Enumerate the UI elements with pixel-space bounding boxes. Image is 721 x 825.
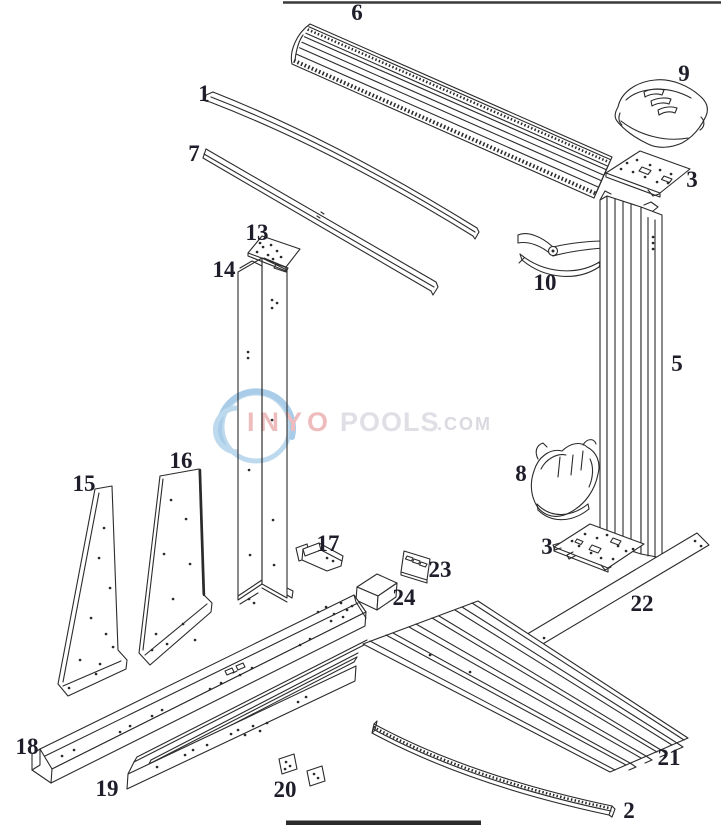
part-3-top-plate: [605, 150, 691, 198]
part-13-upright-top-plate: [247, 235, 301, 273]
part-8-bottom-bracket: [530, 439, 600, 521]
part-1-curved-top-rail: [204, 91, 480, 240]
part-label-9: 9: [678, 61, 690, 86]
part-label-5: 5: [671, 351, 683, 376]
part-15-outer-buttress-brace: [57, 485, 128, 697]
part-18-outer-buttress-channel: [31, 594, 367, 784]
part-label-20: 20: [274, 777, 297, 802]
part-19-inner-buttress-channel: [126, 639, 368, 790]
part-label-13: 13: [246, 220, 269, 245]
part-14-buttress-upright: [237, 257, 294, 605]
part-9-top-cap: [614, 79, 708, 148]
part-label-1: 1: [198, 81, 210, 106]
watermark-text-com: .COM: [437, 414, 492, 434]
page-crop-border-bottom: [286, 820, 481, 825]
part-7-straight-top-rail: [202, 148, 439, 296]
part-3-bottom-plate: [552, 523, 645, 573]
part-label-3-bottom: 3: [541, 534, 553, 559]
part-label-6: 6: [351, 0, 363, 25]
part-label-21: 21: [658, 745, 681, 770]
part-label-16: 16: [170, 448, 193, 473]
inyo-swirl-logo: [213, 388, 297, 464]
part-21-wall-panel: [362, 600, 689, 773]
part-label-23: 23: [429, 557, 452, 582]
watermark: INYO POOLS .COM: [213, 388, 492, 464]
part-label-10: 10: [534, 270, 557, 295]
part-label-24: 24: [393, 585, 417, 610]
part-label-8: 8: [515, 461, 527, 486]
part-label-15: 15: [73, 471, 96, 496]
watermark-text-inyo: INYO: [247, 407, 333, 437]
part-10-top-bracket: [517, 233, 604, 277]
part-23-small-plate: [400, 550, 431, 584]
part-2-curved-bottom-rail: [371, 720, 616, 818]
part-label-3-top: 3: [686, 167, 698, 192]
part-5-upright-column: [599, 190, 663, 559]
part-label-19: 19: [96, 776, 119, 801]
part-label-2: 2: [623, 798, 635, 823]
part-6-top-ledge: [290, 23, 613, 199]
watermark-text-pools: POOLS: [340, 407, 440, 437]
part-label-18: 18: [16, 734, 39, 759]
part-labels: 6 9 3 1 7 13 14 10 5 16 15 8 17 3 23 24 …: [16, 0, 698, 823]
part-label-22: 22: [631, 591, 654, 616]
part-17-strap-bracket: [295, 542, 344, 572]
part-label-14: 14: [213, 257, 237, 282]
part-label-7: 7: [188, 141, 200, 166]
part-24-hardware-box: [355, 573, 398, 611]
part-20-joint-plates: [278, 753, 326, 787]
part-label-17: 17: [317, 531, 340, 556]
part-16-inner-buttress-brace: [138, 468, 213, 666]
